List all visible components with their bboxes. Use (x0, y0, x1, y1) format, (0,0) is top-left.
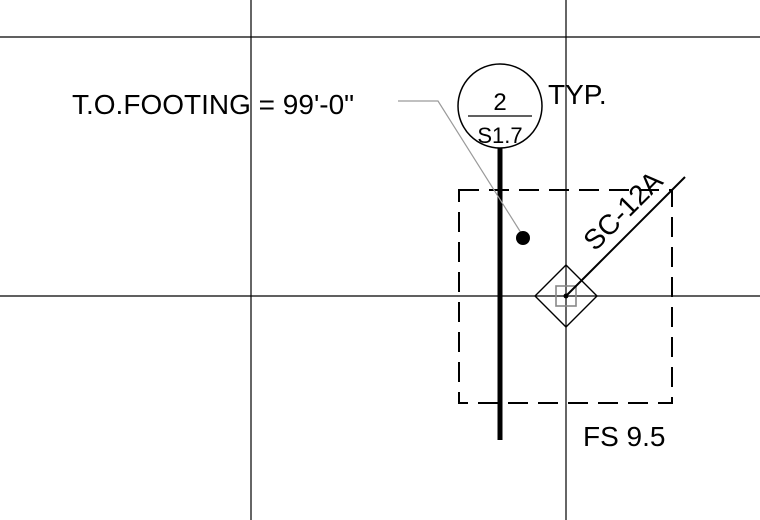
column-tag-leader (565, 176, 686, 297)
elevation-leader-line (398, 100, 524, 237)
leader-dot (516, 231, 530, 245)
footing-outline (458, 189, 673, 404)
column-square (555, 285, 577, 307)
section-marker-number: 2 (493, 89, 506, 116)
section-marker[interactable]: 2 S1.7 (457, 63, 543, 149)
footing-elevation-note: T.O.FOOTING = 99'-0" (72, 89, 354, 120)
section-marker-sheet: S1.7 (477, 123, 522, 148)
typical-note: TYP. (548, 79, 607, 110)
column-tag: SC-12A (577, 165, 668, 256)
footing-tag: FS 9.5 (583, 421, 665, 452)
section-marker-circle (457, 63, 543, 149)
column-diamond (534, 264, 598, 328)
